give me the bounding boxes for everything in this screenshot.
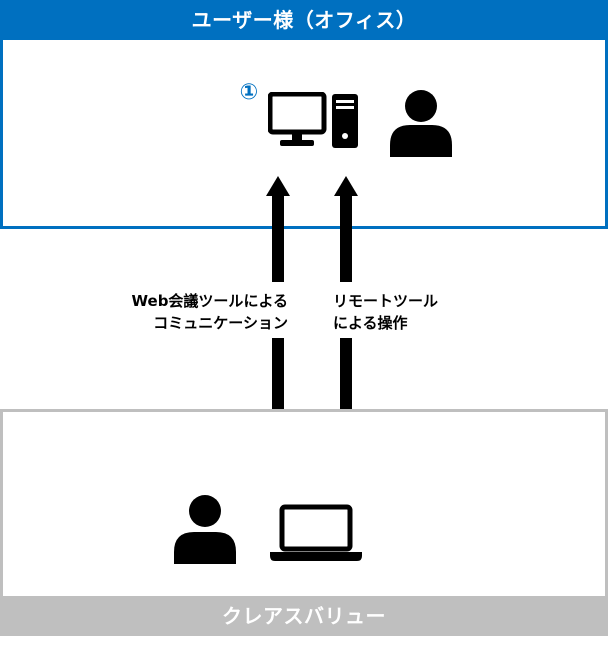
web-meeting-label-line1: Web会議ツールによる	[131, 292, 288, 310]
office-user-icon	[390, 90, 452, 157]
step-number-badge: ①	[239, 80, 259, 105]
web-meeting-label-line2: コミュニケーション	[153, 314, 288, 332]
remote-control-label-line2: による操作	[333, 314, 408, 332]
desktop-pc-icon	[268, 92, 358, 148]
vendor-panel-title: クレアスバリュー	[0, 596, 608, 636]
remote-control-label: リモートツール による操作	[333, 290, 438, 334]
office-panel-title: ユーザー様（オフィス）	[0, 0, 608, 40]
laptop-icon	[270, 504, 362, 561]
remote-control-label-line1: リモートツール	[333, 292, 439, 310]
web-meeting-label: Web会議ツールによる コミュニケーション	[120, 290, 288, 334]
vendor-user-icon	[174, 495, 236, 564]
